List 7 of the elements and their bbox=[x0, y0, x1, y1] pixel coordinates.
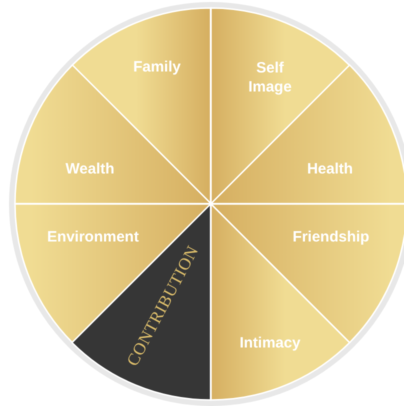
segment-label: Intimacy bbox=[240, 334, 300, 354]
segment-label: Family bbox=[133, 58, 181, 78]
segment-label: Health bbox=[307, 160, 353, 180]
segment-label: Self Image bbox=[247, 59, 293, 97]
segment-label: Wealth bbox=[66, 160, 114, 180]
segment-label: Environment bbox=[47, 228, 139, 246]
segment-label: Friendship bbox=[292, 228, 370, 248]
